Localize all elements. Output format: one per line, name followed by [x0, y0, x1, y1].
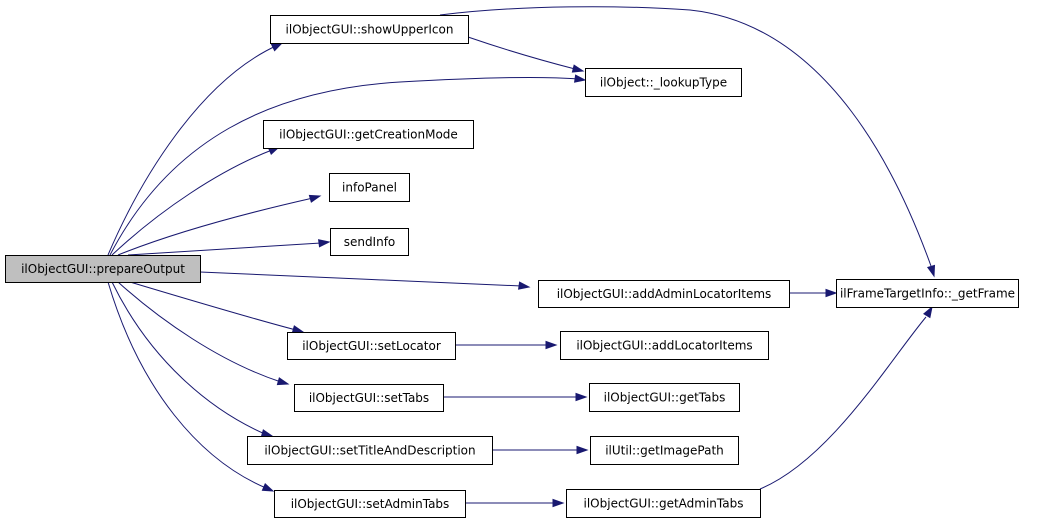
edge-line — [129, 281, 297, 331]
edge-line — [111, 281, 266, 435]
edge-setTabs-to-getTabs — [443, 392, 588, 402]
edge-getAdminTabs-to-getFrame — [759, 305, 933, 490]
node-label: ilObject::_lookupType — [600, 76, 727, 90]
node-box — [836, 279, 1019, 308]
node-getTabs[interactable]: ilObjectGUI::getTabs — [589, 383, 740, 412]
edge-prepareOutput-to-sendInfo — [127, 239, 331, 256]
node-setAdminTabs[interactable]: ilObjectGUI::setAdminTabs — [274, 490, 466, 518]
edge-showUpperIcon-to-lookupType — [467, 36, 585, 73]
arrowhead-icon — [318, 239, 331, 248]
edge-prepareOutput-to-setAdminTabs — [107, 281, 275, 492]
node-label: infoPanel — [342, 181, 397, 195]
edge-addAdminLocatorItems-to-getFrame — [788, 288, 838, 298]
node-setLocator[interactable]: ilObjectGUI::setLocator — [287, 332, 456, 360]
node-label: ilObjectGUI::getTabs — [604, 391, 726, 405]
arrowhead-icon — [575, 392, 588, 402]
node-label: ilObjectGUI::addAdminLocatorItems — [557, 287, 772, 301]
edge-prepareOutput-to-setLocator — [129, 281, 305, 334]
arrowhead-icon — [261, 482, 275, 492]
arrowhead-icon — [923, 305, 933, 319]
node-label: ilFrameTargetInfo::_getFrame — [840, 287, 1015, 301]
node-box — [538, 280, 790, 308]
arrowhead-icon — [276, 377, 290, 386]
node-box — [330, 228, 409, 256]
node-box — [329, 173, 410, 202]
node-box — [589, 383, 740, 412]
arrowhead-icon — [545, 340, 558, 350]
node-box — [585, 68, 742, 97]
edge-line — [467, 36, 576, 70]
node-label: ilObjectGUI::prepareOutput — [21, 262, 185, 276]
node-label: ilObjectGUI::setTitleAndDescription — [264, 444, 475, 458]
node-addLocatorItems[interactable]: ilObjectGUI::addLocatorItems — [560, 331, 769, 360]
edge-line — [439, 6, 932, 267]
edge-prepareOutput-to-setTitleAndDescription — [111, 281, 274, 438]
edge-line — [199, 271, 523, 287]
node-label: ilObjectGUI::setAdminTabs — [291, 497, 450, 511]
node-sendInfo[interactable]: sendInfo — [330, 228, 409, 256]
edge-line — [117, 281, 282, 383]
node-box — [270, 15, 469, 44]
edge-prepareOutput-to-lookupType — [109, 74, 587, 256]
edge-setLocator-to-addLocatorItems — [454, 340, 558, 350]
edge-showUpperIcon-to-getFrame — [439, 6, 936, 278]
edge-line — [117, 197, 314, 256]
edge-prepareOutput-to-addAdminLocatorItems — [199, 271, 531, 290]
edge-prepareOutput-to-setTabs — [117, 281, 290, 386]
arrowhead-icon — [576, 445, 589, 455]
edges-layer — [107, 6, 936, 508]
node-box — [590, 436, 739, 465]
node-box — [5, 255, 201, 283]
node-label: ilUtil::getImagePath — [605, 444, 724, 458]
node-setTabs[interactable]: ilObjectGUI::setTabs — [294, 384, 444, 412]
edge-line — [759, 316, 927, 490]
arrowhead-icon — [308, 194, 322, 203]
edge-prepareOutput-to-infoPanel — [117, 194, 322, 256]
node-lookupType[interactable]: ilObject::_lookupType — [585, 68, 742, 97]
node-infoPanel[interactable]: infoPanel — [329, 173, 410, 202]
node-box — [263, 120, 474, 149]
edge-line — [107, 44, 279, 256]
node-prepareOutput[interactable]: ilObjectGUI::prepareOutput — [5, 255, 201, 283]
node-getCreationMode[interactable]: ilObjectGUI::getCreationMode — [263, 120, 474, 149]
edge-prepareOutput-to-showUpperIcon — [107, 42, 284, 256]
node-label: ilObjectGUI::setLocator — [302, 339, 441, 353]
nodes-layer: ilObjectGUI::prepareOutputilObjectGUI::s… — [5, 15, 1019, 518]
arrowhead-icon — [270, 42, 284, 52]
node-getImagePath[interactable]: ilUtil::getImagePath — [590, 436, 739, 465]
node-setTitleAndDescription[interactable]: ilObjectGUI::setTitleAndDescription — [247, 436, 493, 465]
arrowhead-icon — [260, 429, 274, 438]
edge-setTitleAndDescription-to-getImagePath — [491, 445, 589, 455]
arrowhead-icon — [552, 498, 565, 508]
node-label: ilObjectGUI::getCreationMode — [279, 128, 458, 142]
edge-line — [107, 281, 267, 489]
node-label: ilObjectGUI::showUpperIcon — [286, 23, 454, 37]
node-box — [274, 490, 466, 518]
node-box — [560, 331, 769, 360]
node-label: ilObjectGUI::getAdminTabs — [584, 497, 744, 511]
node-box — [287, 332, 456, 360]
node-getAdminTabs[interactable]: ilObjectGUI::getAdminTabs — [566, 489, 761, 518]
arrowhead-icon — [825, 288, 838, 298]
arrowhead-icon — [926, 264, 936, 278]
edge-line — [127, 242, 322, 256]
node-label: ilObjectGUI::setTabs — [309, 391, 429, 405]
node-label: sendInfo — [344, 235, 396, 249]
arrowhead-icon — [571, 64, 585, 73]
edge-line — [111, 149, 273, 256]
arrowhead-icon — [574, 74, 587, 83]
node-label: ilObjectGUI::addLocatorItems — [576, 339, 752, 353]
node-box — [294, 384, 444, 412]
node-box — [247, 436, 493, 465]
node-box — [566, 489, 761, 518]
arrowhead-icon — [518, 281, 531, 290]
edge-prepareOutput-to-getCreationMode — [111, 146, 281, 256]
node-getFrame[interactable]: ilFrameTargetInfo::_getFrame — [836, 279, 1019, 308]
edge-line — [109, 77, 579, 256]
node-addAdminLocatorItems[interactable]: ilObjectGUI::addAdminLocatorItems — [538, 280, 790, 308]
edge-setAdminTabs-to-getAdminTabs — [465, 498, 565, 508]
node-showUpperIcon[interactable]: ilObjectGUI::showUpperIcon — [270, 15, 469, 44]
arrowhead-icon — [291, 325, 305, 334]
